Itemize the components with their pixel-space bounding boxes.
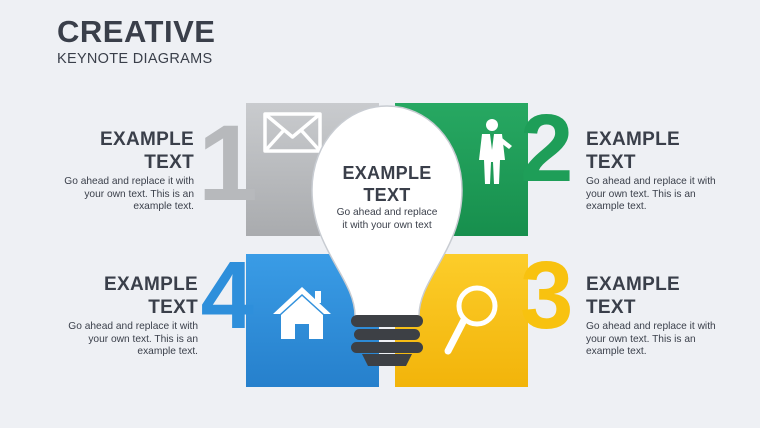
- item-3-body-line1: Go ahead and replace it with: [586, 321, 716, 332]
- item-4-body-line3: example text.: [137, 346, 198, 357]
- item-3-heading-line1: EXAMPLE: [586, 274, 680, 295]
- lightbulb-socket: [351, 315, 423, 366]
- item-2-body-line2: your own text. This is an: [586, 188, 696, 200]
- businessman-icon: [479, 119, 512, 184]
- item-2-body-line1: Go ahead and replace it with: [586, 176, 716, 187]
- center-body-line1: Go ahead and replace: [336, 207, 438, 218]
- item-3-heading-line2: TEXT: [586, 297, 636, 318]
- number-2: 2: [520, 95, 573, 202]
- item-2-heading-line2: TEXT: [586, 152, 636, 173]
- item-2-body-line3: example text.: [586, 201, 647, 212]
- item-3-body-line3: example text.: [586, 346, 647, 357]
- item-1-body-line2: your own text. This is an: [84, 188, 194, 200]
- item-2-heading-line1: EXAMPLE: [586, 129, 680, 150]
- item-4-body-line2: your own text. This is an: [88, 333, 198, 345]
- center-text-block: EXAMPLE TEXT Go ahead and replace it wit…: [322, 162, 452, 232]
- text-block-2: EXAMPLE TEXT Go ahead and replace it wit…: [586, 128, 751, 214]
- text-block-1: EXAMPLE TEXT Go ahead and replace it wit…: [40, 128, 194, 214]
- number-4: 4: [201, 242, 254, 349]
- item-1-heading-line2: TEXT: [144, 152, 194, 173]
- item-4-body-line1: Go ahead and replace it with: [68, 321, 198, 332]
- center-heading-line2: TEXT: [363, 185, 411, 205]
- text-block-4: EXAMPLE TEXT Go ahead and replace it wit…: [44, 273, 198, 359]
- lightbulb-glass: [311, 105, 463, 317]
- number-1: 1: [198, 102, 258, 223]
- page-subtitle: KEYNOTE DIAGRAMS: [57, 51, 213, 67]
- item-3-body-line2: your own text. This is an: [586, 333, 696, 345]
- center-heading-line1: EXAMPLE: [342, 163, 432, 183]
- text-block-3: EXAMPLE TEXT Go ahead and replace it wit…: [586, 273, 751, 359]
- number-3: 3: [520, 242, 573, 349]
- item-1-body-line1: Go ahead and replace it with: [64, 176, 194, 187]
- item-4-heading-line2: TEXT: [148, 297, 198, 318]
- magnifier-icon: [444, 285, 498, 355]
- center-body-line2: it with your own text: [342, 219, 432, 231]
- house-icon: [273, 287, 331, 339]
- envelope-icon: [263, 112, 322, 153]
- item-4-heading-line1: EXAMPLE: [104, 274, 198, 295]
- item-1-body-line3: example text.: [133, 201, 194, 212]
- item-1-heading-line1: EXAMPLE: [100, 129, 194, 150]
- page-title: CREATIVE: [57, 14, 216, 49]
